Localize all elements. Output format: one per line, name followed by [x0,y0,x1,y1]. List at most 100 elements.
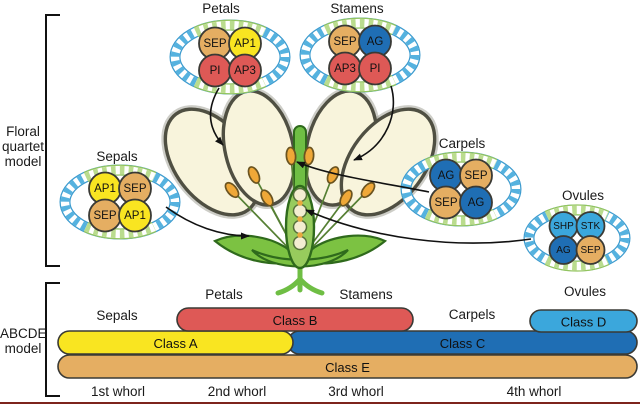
protein-label: SEP [580,245,600,256]
sepals-complex-label: Sepals [96,149,138,164]
class-b-bar-label: Class B [273,313,318,328]
protein-label: AP3 [234,65,256,77]
protein-label: AG [438,170,455,182]
organ-label-stamens: Stamens [339,287,393,302]
class-a-bar-label: Class A [153,336,197,351]
anther [260,189,274,207]
protein-label: SEP [203,38,226,50]
flower-illustration [161,86,439,296]
dna-helix [300,18,420,92]
protein-ap3 [228,53,262,88]
dna-helix-green [324,18,396,34]
whorl-label-3rd: 3rd whorl [328,384,384,399]
arrow-ovules-to-flower [305,209,532,244]
petals-complex-label: Petals [202,1,240,16]
organ-label-carpels: Carpels [448,307,496,322]
anther [247,166,261,184]
floral-quartet-bracket [45,14,60,267]
protein-label: AP1 [234,38,256,50]
dna-helix-green [194,20,266,36]
sepal-front [251,249,349,268]
whorl-label-1st: 1st whorl [90,384,146,399]
ovule [292,187,308,203]
dna-helix [60,165,180,239]
anther [360,181,376,199]
floral-quartet-model-label-line3: model [4,154,42,169]
stamens-complex-label: Stamens [330,1,384,16]
protein-sep [575,235,606,265]
dna-helix-green [545,205,609,220]
dna-helix-green [425,210,497,226]
class-d-bar-label: Class D [561,315,607,330]
carpels-quartet-complex: AG SEP SEP AG [400,151,522,227]
protein-label: SEP [123,183,146,195]
dna-helix-green [84,165,156,181]
floral-quartet-model-label-line1: Floral [6,124,40,139]
ovule [292,219,308,235]
class-b-bar [176,307,414,332]
protein-label: AP1 [94,183,116,195]
class-e-bar-label: Class E [325,360,370,375]
organ-label-petals: Petals [205,287,243,302]
arrow-carpels-to-flower [296,161,430,193]
dna-helix-green [545,256,609,271]
protein-label: AG [556,245,571,256]
stamens-quartet-complex: SEP AG AP3 PI [299,17,421,93]
arrow-petals-to-flower [209,87,224,146]
abcde-model-label: ABCDE model [0,326,47,356]
protein-label: STK [581,221,601,232]
floral-quartet-model-label: Floral quartet model [0,124,46,169]
protein-ag [459,185,493,220]
dna-helix-green [84,223,156,239]
dna-helix-green [194,78,266,94]
anther [326,166,340,184]
abcde-model-label-line2: model [4,341,42,356]
class-c-bar-label: Class C [440,336,486,351]
ovule-dot [297,216,303,222]
ovule [292,203,308,219]
abcde-bracket [45,282,60,397]
anther [285,146,297,166]
anther [303,146,315,166]
whorl-label-4th: 4th whorl [506,384,562,399]
whorl-label-2nd: 2nd whorl [207,384,267,399]
class-e-bar [57,354,638,379]
protein-label: PI [370,63,381,75]
ovules-complex-label: Ovules [561,188,605,203]
protein-pi [358,51,392,86]
organ-label-sepals: Sepals [96,308,138,323]
protein-label: PI [210,65,221,77]
protein-label: AG [468,197,485,209]
dna-helix [170,20,290,94]
arrow-sepals-to-flower [165,206,250,240]
anther [339,189,353,207]
abcde-model-label-line1: ABCDE [0,326,47,341]
class-d-bar [529,309,638,333]
floral-quartet-model-label-line2: quartet [1,139,45,154]
protein-label: AP1 [124,210,146,222]
organ-label-ovules: Ovules [563,284,607,299]
arrow-stamens-to-flower [353,85,395,161]
protein-ap1 [118,198,152,233]
protein-label: SEP [93,210,116,222]
protein-label: SHP [553,221,574,232]
protein-label: SEP [333,36,356,48]
dna-helix [524,205,630,271]
protein-label: AP3 [334,63,356,75]
ovules-quartet-complex: SHP STK AG SEP [523,204,631,272]
dna-helix-green [324,76,396,92]
dna-helix [401,152,521,226]
dna-helix-green [425,152,497,168]
ovule-dot [297,200,303,206]
protein-label: SEP [464,170,487,182]
carpels-complex-label: Carpels [438,136,486,151]
protein-label: SEP [434,197,457,209]
class-a-bar [57,330,294,355]
ovule [292,235,308,251]
ovule-dot [297,232,303,238]
protein-label: AG [367,36,384,48]
